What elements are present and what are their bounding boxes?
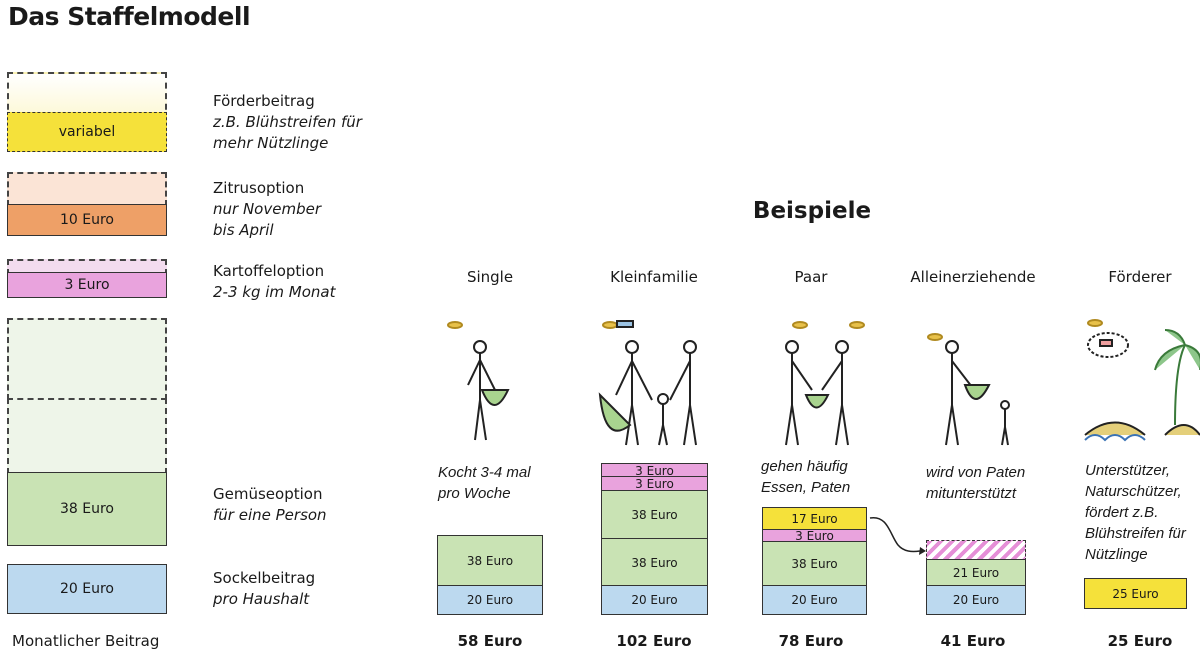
example-description: Kocht 3-4 mal pro Woche xyxy=(438,462,531,504)
sockel-label: Sockelbeitrag pro Haushalt xyxy=(213,568,315,610)
label-name: Zitrusoption xyxy=(213,179,305,197)
segment-sockel: 20 Euro xyxy=(601,585,708,615)
desc-line: Kocht 3-4 mal xyxy=(438,464,531,481)
zitrus-label: Zitrusoption nur November bis April xyxy=(213,178,321,241)
sockel-bar: 20 Euro xyxy=(7,564,167,614)
desc-line: Nützlinge xyxy=(1085,546,1148,563)
desc-line: Naturschützer, xyxy=(1085,483,1182,500)
couple-figures-icon xyxy=(785,321,865,446)
example-description: Unterstützer, Naturschützer, fördert z.B. B… xyxy=(1085,460,1186,565)
desc-line: pro Woche xyxy=(438,485,511,502)
segment-foerder: 17 Euro xyxy=(762,507,867,531)
example-total: 25 Euro xyxy=(1107,632,1173,650)
family-figures-icon xyxy=(598,320,697,446)
example-total: 78 Euro xyxy=(778,632,844,650)
footer-label: Monatlicher Beitrag xyxy=(12,632,160,650)
examples-title: Beispiele xyxy=(752,198,872,224)
gemuese-label: Gemüseoption für eine Person xyxy=(213,484,327,526)
label-name: Förderbeitrag xyxy=(213,92,315,110)
zitrus-bar-dashed xyxy=(7,172,167,206)
desc-line: Essen, Paten xyxy=(761,479,851,496)
example-heading: Kleinfamilie xyxy=(610,268,698,286)
label-name: Sockelbeitrag xyxy=(213,569,316,587)
gemuese-bar: 38 Euro xyxy=(7,472,167,546)
segment-gemuese: 38 Euro xyxy=(437,535,543,587)
segment-sockel: 20 Euro xyxy=(437,585,543,615)
segment-gemuese: 21 Euro xyxy=(926,559,1026,587)
label-desc: für eine Person xyxy=(213,506,327,524)
single-figure-icon xyxy=(447,321,510,441)
segment-foerder: 25 Euro xyxy=(1084,578,1187,609)
segment-gemuese: 38 Euro xyxy=(601,538,708,587)
label-desc: pro Haushalt xyxy=(213,590,310,608)
illustrations xyxy=(447,319,1200,446)
segment-sockel: 20 Euro xyxy=(762,585,867,615)
desc-line: wird von Paten xyxy=(926,464,1026,481)
gemuese-bar-dashed xyxy=(7,318,167,400)
single-parent-figures-icon xyxy=(927,333,1010,446)
segment-gemuese: 38 Euro xyxy=(601,490,708,540)
desc-line: gehen häufig xyxy=(761,458,848,475)
label-desc: bis April xyxy=(213,221,274,239)
label-desc: z.B. Blühstreifen für xyxy=(213,113,362,131)
foerder-bar: variabel xyxy=(7,112,167,152)
example-total: 58 Euro xyxy=(457,632,523,650)
example-description: wird von Paten mitunterstützt xyxy=(926,462,1025,504)
desc-line: fördert z.B. xyxy=(1085,504,1159,521)
kartoffel-label: Kartoffeloption 2-3 kg im Monat xyxy=(213,261,336,303)
example-heading: Alleinerziehende xyxy=(910,268,1036,286)
foerder-label: Förderbeitrag z.B. Blühstreifen für mehr N… xyxy=(213,91,362,154)
example-total: 102 Euro xyxy=(616,632,692,650)
supporter-island-icon xyxy=(1084,319,1200,442)
example-heading: Single xyxy=(466,268,514,286)
segment-sponsored-hatched xyxy=(926,540,1026,561)
label-name: Gemüseoption xyxy=(213,485,323,503)
page-title: Das Staffelmodell xyxy=(8,2,251,31)
desc-line: mitunterstützt xyxy=(926,485,1017,502)
label-desc: 2-3 kg im Monat xyxy=(213,283,336,301)
arrow-icon xyxy=(869,517,926,555)
segment-gemuese: 38 Euro xyxy=(762,541,867,587)
example-total: 41 Euro xyxy=(940,632,1006,650)
gemuese-bar-dashed xyxy=(7,398,167,474)
example-heading: Förderer xyxy=(1108,268,1172,286)
segment-sockel: 20 Euro xyxy=(926,585,1026,615)
zitrus-bar: 10 Euro xyxy=(7,204,167,236)
example-heading: Paar xyxy=(794,268,828,286)
label-desc: nur November xyxy=(213,200,321,218)
kartoffel-bar: 3 Euro xyxy=(7,272,167,298)
desc-line: Unterstützer, xyxy=(1085,462,1171,479)
label-name: Kartoffeloption xyxy=(213,262,325,280)
desc-line: Blühstreifen für xyxy=(1085,525,1186,542)
segment-kartoffel: 3 Euro xyxy=(601,476,708,492)
label-desc: mehr Nützlinge xyxy=(213,134,329,152)
